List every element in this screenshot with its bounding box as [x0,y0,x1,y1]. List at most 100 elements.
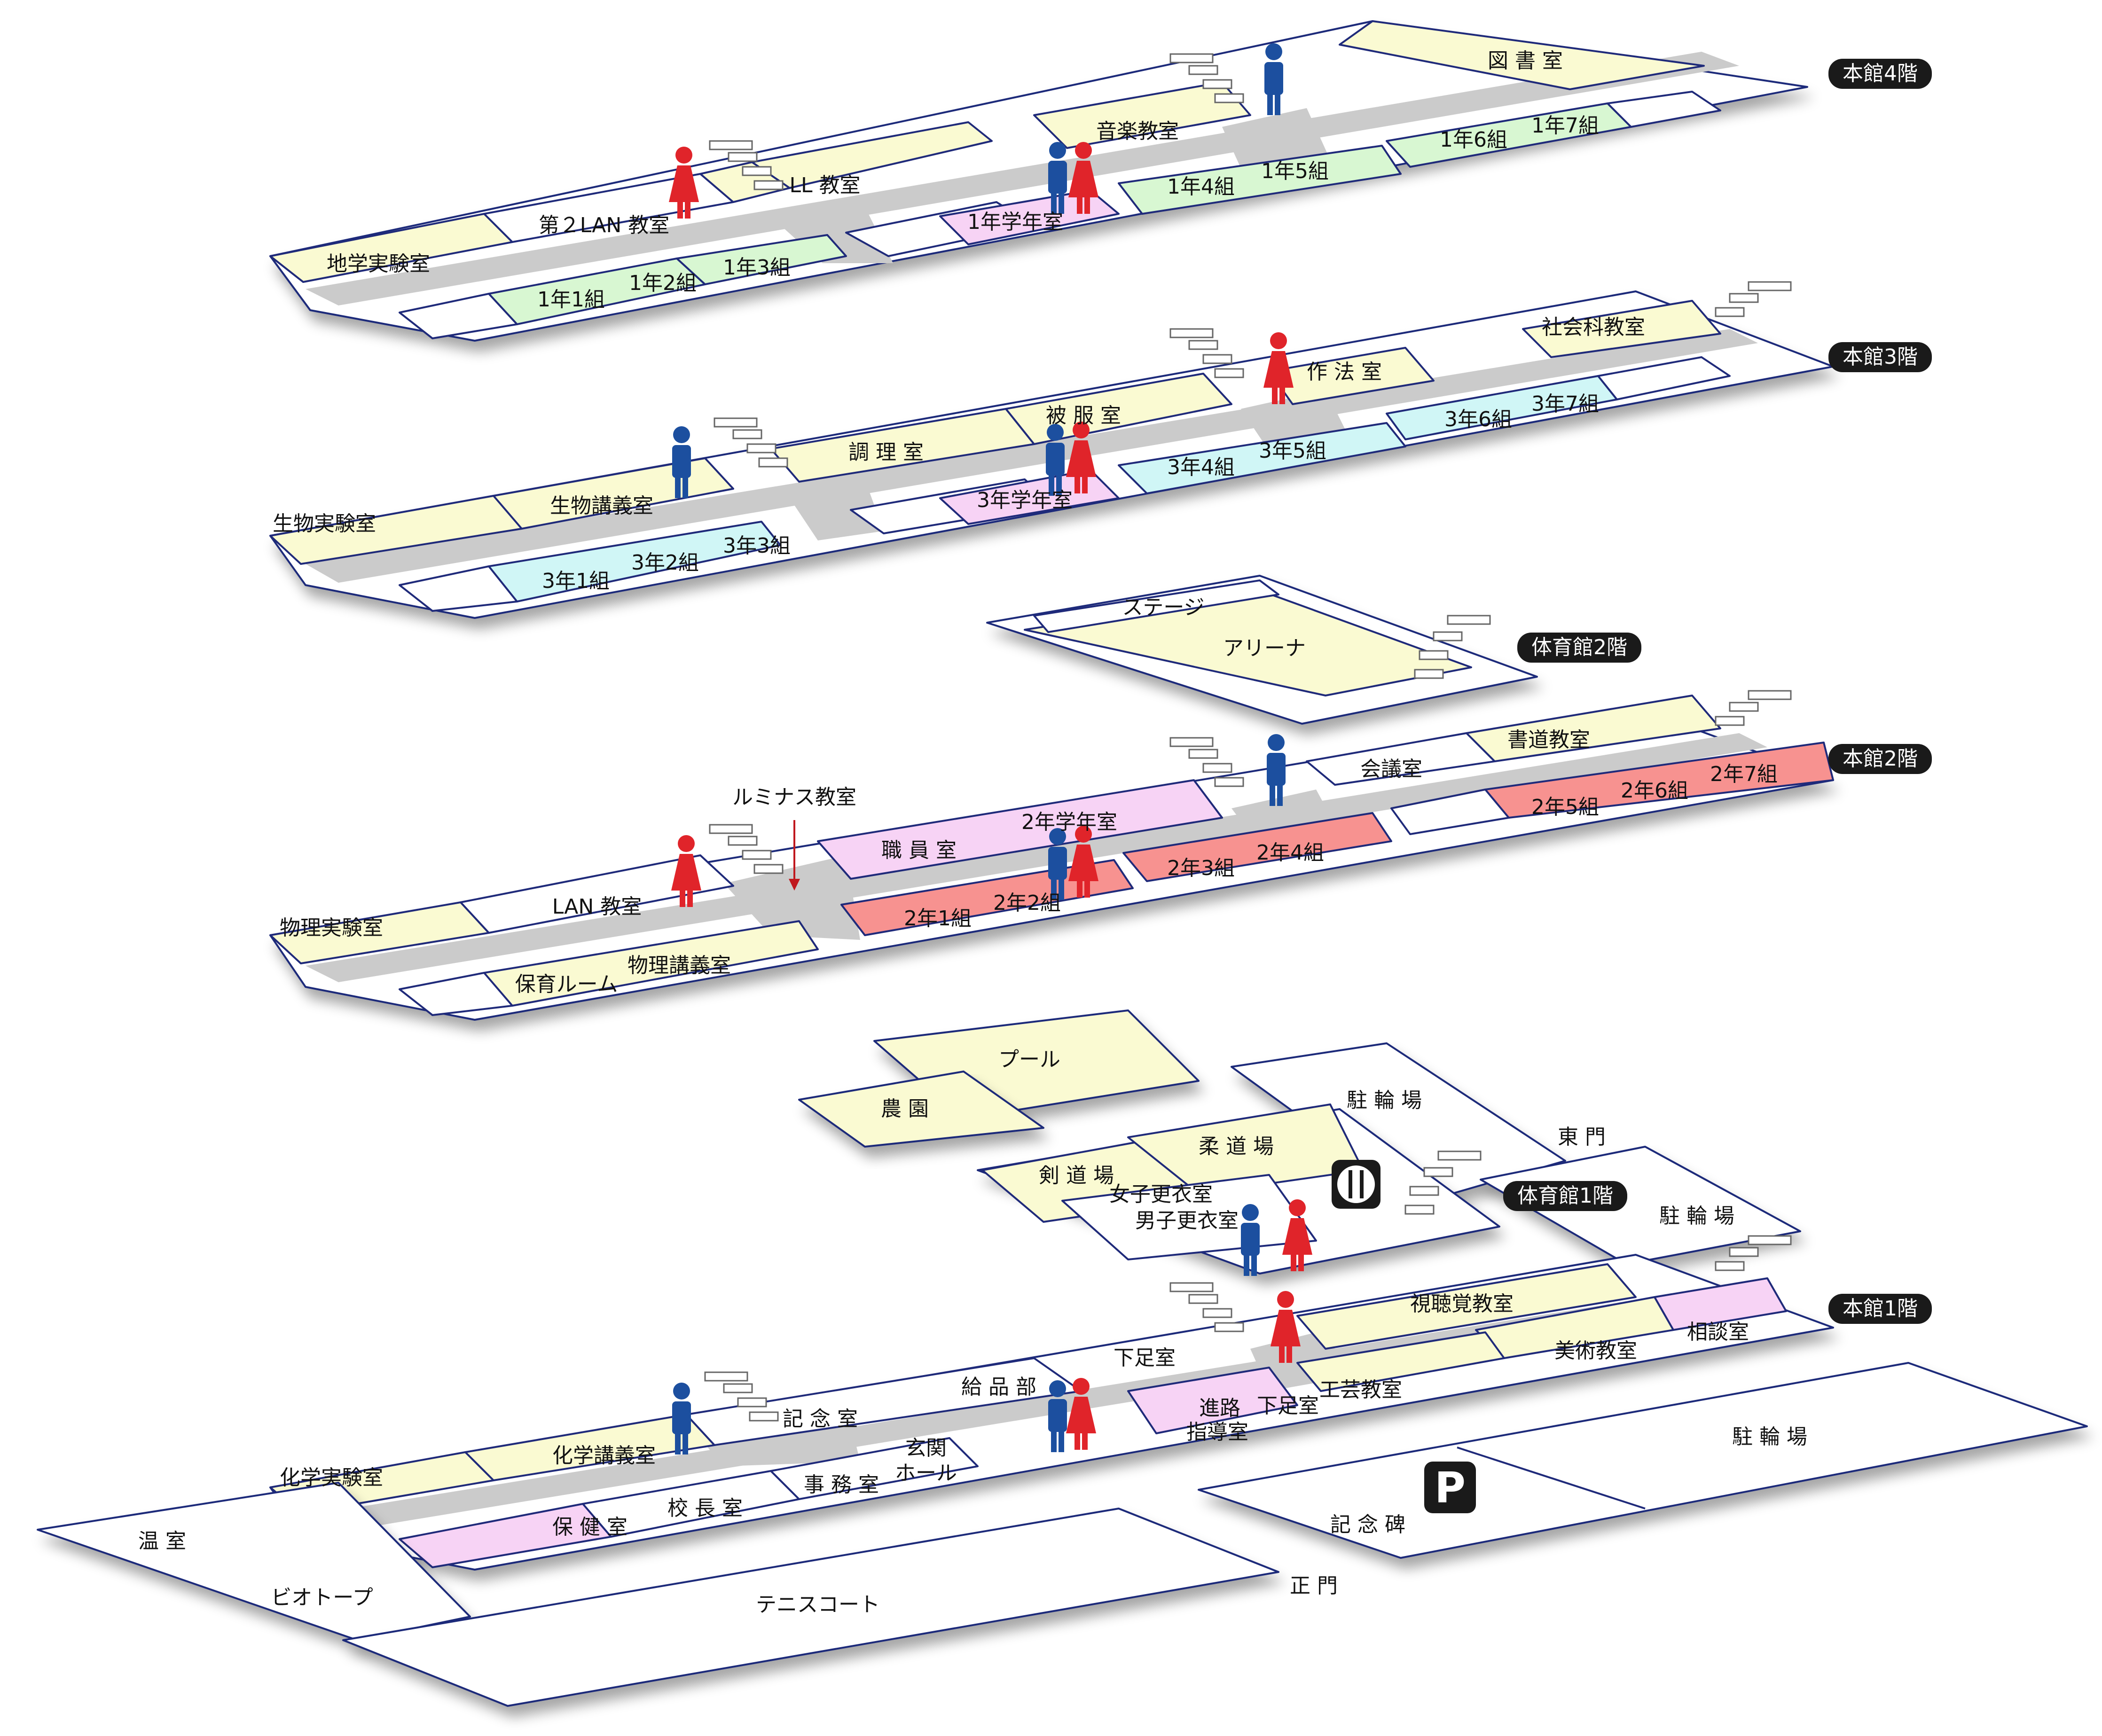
floor-badge-gym-1f: 体育館1階 [1503,1181,1627,1211]
room-label: 社会科教室 [1542,315,1645,339]
female-restroom-icon [1068,826,1098,898]
room-label: LAN 教室 [552,895,642,919]
male-restroom-icon [1267,734,1286,806]
room-label: 生物講義室 [550,494,653,518]
room-label: 下足室 [1257,1394,1319,1418]
room-label: 給 品 部 [961,1375,1036,1399]
female-restroom-icon [1066,422,1096,493]
room-label: 図 書 室 [1488,49,1563,73]
room-label: 3年7組 [1531,392,1599,416]
stairs-icon [709,824,784,874]
room-label: 駐 輪 場 [1659,1204,1734,1228]
room-label: 書道教室 [1507,728,1590,752]
room-label: 校 長 室 [667,1496,743,1520]
room-label: 3年1組 [542,569,610,593]
female-restroom-icon [1263,332,1294,404]
room-label: 3年3組 [723,534,791,558]
male-restroom-icon [1048,142,1067,214]
room-label: 第２LAN 教室 [538,213,670,237]
room-label: 物理実験室 [280,916,383,940]
room-label: 視聴覚教室 [1410,1292,1514,1316]
room-label: 柔 道 場 [1199,1134,1274,1158]
room-label: 1年6組 [1440,128,1507,152]
stairs-icon [1404,1150,1482,1215]
male-restroom-icon [1048,1380,1067,1452]
room-label: 美術教室 [1554,1339,1637,1363]
floor-badge-main-2f: 本館2階 [1828,744,1932,774]
room-label: 男子更衣室 [1135,1209,1239,1233]
room-label: 東 門 [1558,1125,1606,1149]
room-label: 地学実験室 [327,252,430,276]
room-label: テニスコート [756,1593,880,1617]
room-label: 駐 輪 場 [1732,1425,1807,1449]
restroom-icons [669,43,1312,1454]
floor-badge-main-4f: 本館4階 [1828,59,1932,89]
floor-badge-main-1f: 本館1階 [1828,1294,1932,1324]
stairs-icon [714,417,788,468]
room-label: 3年4組 [1167,455,1235,479]
floor-gym-1f [798,1009,1801,1275]
female-restroom-icon [1068,142,1098,214]
room-label: プール [998,1048,1060,1071]
room-label: 記 念 室 [783,1407,858,1431]
stairs-icon [1414,615,1491,679]
male-restroom-icon [1048,828,1067,900]
room-label: 工芸教室 [1319,1378,1402,1402]
room-label: 被 服 室 [1046,404,1121,428]
floor-main-4f [269,20,1808,342]
room-label: 会議室 [1360,757,1422,781]
female-restroom-icon [1271,1291,1301,1363]
room-label: 職 員 室 [881,838,957,862]
room-label: 温 室 [138,1529,186,1553]
floor-gym-2f [986,575,1538,725]
room-label: 2年4組 [1256,841,1324,865]
room-label: 指導室 [1186,1420,1248,1444]
room-label: 3年2組 [631,551,699,575]
stairs-icon [1169,53,1244,103]
stairs-icon [1715,690,1792,726]
room-label: 1年5組 [1261,159,1329,183]
room-label: LL 教室 [789,173,861,197]
room-label: 化学講義室 [552,1444,656,1468]
stairs-icon [704,1371,779,1422]
stairs-icon [1169,1282,1244,1332]
room-label: 2年3組 [1167,856,1235,880]
room-label: 相談室 [1687,1320,1749,1344]
room-label: 2年学年室 [1021,810,1117,834]
male-restroom-icon [672,1383,691,1454]
grounds [37,1362,2088,1707]
stairs-icon [1169,737,1244,787]
female-restroom-icon [671,835,701,907]
room-label: 1年4組 [1167,175,1235,199]
room-label: 剣 道 場 [1039,1164,1114,1188]
female-restroom-icon [669,147,699,219]
floor-badge-main-3f: 本館3階 [1828,342,1932,372]
room-label: 2年7組 [1710,762,1778,786]
room-label: 2年5組 [1531,795,1599,819]
stairs-icon [709,140,784,190]
room-label: 調 理 室 [848,440,924,464]
male-restroom-icon [1241,1204,1260,1276]
room-label: 農 園 [881,1097,929,1121]
knife-fork-icon [1332,1160,1380,1209]
room-label: 作 法 室 [1307,360,1382,384]
room-label: 3年6組 [1444,407,1512,431]
room-label: 正 門 [1290,1574,1338,1598]
room-label: 1年2組 [629,271,697,295]
room-label: 駐 輪 場 [1347,1088,1422,1112]
room-label: 2年1組 [904,907,972,931]
female-restroom-icon [1282,1199,1312,1271]
room-label: 記 念 碑 [1330,1513,1405,1537]
room-label: 3年5組 [1259,439,1326,463]
room-label: 保育ルーム [515,972,618,996]
male-restroom-icon [672,426,691,498]
room-label: 1年学年室 [967,210,1063,234]
room-label: 物理講義室 [627,954,731,977]
male-restroom-icon [1264,43,1283,115]
room-label: 1年3組 [723,256,791,280]
room-label: アリーナ [1223,636,1306,660]
room-label: 2年2組 [993,891,1061,915]
stairs-icon [1169,328,1244,378]
room-label: ホール [895,1461,957,1485]
